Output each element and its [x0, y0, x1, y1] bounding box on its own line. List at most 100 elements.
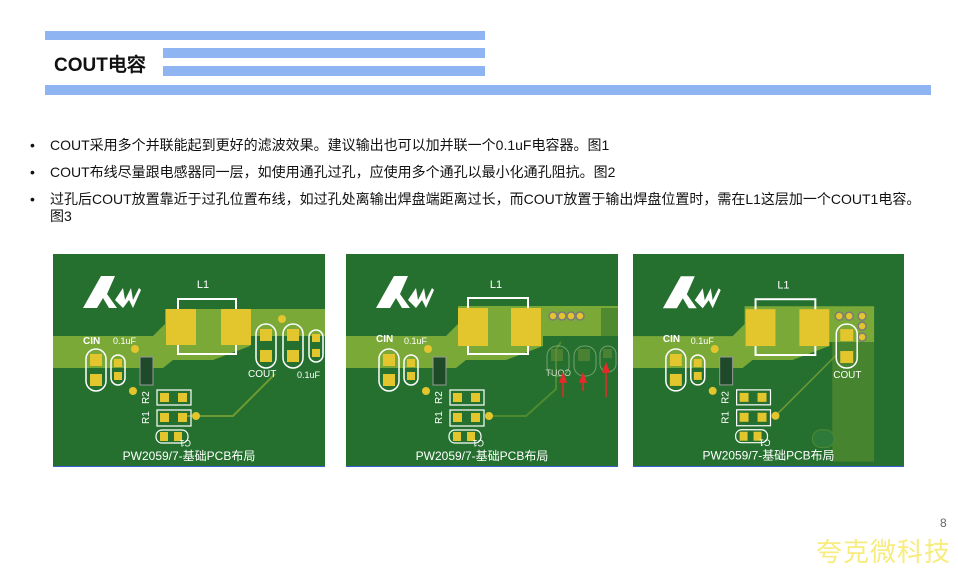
c1-capacitor [735, 429, 769, 444]
pad [160, 432, 168, 441]
pad [260, 329, 272, 341]
pad [739, 392, 749, 402]
pad [471, 393, 480, 402]
pad [178, 413, 187, 422]
r1-label: R1 [141, 411, 152, 424]
l1-pad [221, 309, 251, 345]
pad [407, 372, 415, 380]
cin-label: CIN [83, 336, 100, 347]
pad [287, 329, 299, 341]
bullet-text: COUT布线尽量跟电感器同一层，如使用通孔过孔，应使用多个通孔以最小化通孔阻抗。… [50, 164, 616, 180]
cin-label: CIN [663, 334, 680, 345]
pad [453, 432, 461, 441]
logo-icon [662, 276, 721, 309]
pad [840, 329, 854, 342]
r1-label: R1 [721, 411, 732, 424]
brand-watermark: 夸克微科技 [816, 537, 952, 567]
pad [467, 432, 475, 441]
figure-caption: PW2059/7-基础PCB布局 [416, 449, 549, 463]
header-decor-bar [45, 85, 931, 95]
bullet-marker: • [30, 191, 35, 207]
cout-small-capacitor [308, 329, 324, 363]
bullet-text: 过孔后COUT放置靠近于过孔位置布线，如过孔处离输出焊盘端距离过长，而COUT放… [50, 191, 921, 224]
cout-label: COUT [248, 369, 276, 380]
pad [114, 359, 122, 367]
pad [757, 412, 767, 422]
via-array [834, 311, 867, 342]
cin-cap-label: 0.1uF [691, 336, 714, 346]
cin-small-capacitor [110, 354, 126, 386]
cout-capacitor [255, 323, 277, 369]
ic-chip [432, 356, 447, 386]
bottom-layer-pad [811, 429, 835, 449]
pad [739, 412, 749, 422]
cin-label: CIN [376, 334, 393, 345]
pad [383, 354, 395, 366]
cin-small-capacitor [403, 354, 419, 386]
c1-label: C1 [179, 438, 191, 448]
ic-chip [719, 356, 734, 386]
bullet-list: •COUT采用多个并联能起到更好的滤波效果。建议输出也可以加并联一个0.1uF电… [30, 137, 930, 235]
header-decor-bar [45, 31, 485, 40]
via [710, 345, 719, 354]
red-arrow-icon [558, 361, 611, 397]
pad [174, 432, 182, 441]
l1-pad [166, 309, 196, 345]
pad [453, 413, 462, 422]
c1-label: C1 [759, 438, 770, 448]
logo-icon [376, 276, 434, 308]
pad [260, 350, 272, 362]
trace [486, 341, 562, 417]
pad [753, 431, 762, 441]
pad [840, 351, 854, 363]
pcb-layout-2: L1 CIN 0.1uF R2 R1 C1 COUT PW2059/7-基础PC… [346, 276, 618, 463]
l1-label: L1 [197, 279, 209, 291]
trace [183, 373, 276, 417]
cin-capacitor [378, 348, 400, 392]
via-array [548, 311, 585, 321]
pad [693, 371, 702, 380]
via [771, 411, 780, 420]
r2-label: R2 [721, 391, 732, 404]
bullet-marker: • [30, 164, 35, 180]
via [129, 387, 137, 395]
via [424, 345, 432, 353]
via [708, 386, 717, 395]
header-decor-bar [163, 66, 485, 76]
cin-capacitor [665, 348, 687, 392]
pcb-figure-2: L1 CIN 0.1uF R2 R1 C1 COUT PW2059/7-基础PC… [346, 254, 618, 467]
bullet-item: •COUT采用多个并联能起到更好的滤波效果。建议输出也可以加并联一个0.1uF电… [30, 137, 930, 154]
figure-caption: PW2059/7-基础PCB布局 [123, 449, 256, 463]
r2-resistor [156, 389, 192, 406]
ic-chip [139, 356, 154, 386]
bullet-item: • 过孔后COUT放置靠近于过孔位置布线，如过孔处离输出焊盘端距离过长，而COUT… [30, 191, 930, 225]
pad [669, 373, 682, 386]
page-number: 8 [940, 516, 947, 530]
r2-resistor [736, 389, 772, 406]
r2-label: R2 [434, 391, 445, 404]
pad [160, 393, 169, 402]
trace [774, 353, 838, 417]
l1-label: L1 [777, 279, 789, 291]
cout-capacitor [835, 323, 858, 369]
r1-label: R1 [434, 411, 445, 424]
via [131, 345, 139, 353]
pad [739, 431, 748, 441]
r2-label: R2 [141, 391, 152, 404]
l1-label: L1 [490, 279, 502, 291]
pad [407, 359, 415, 367]
figure-caption: PW2059/7-基础PCB布局 [702, 449, 834, 463]
pad [669, 354, 682, 366]
c1-capacitor [155, 429, 189, 444]
header-decor-bar [163, 48, 485, 58]
via [485, 412, 493, 420]
c1-capacitor [448, 429, 482, 444]
cin-small-capacitor [690, 354, 706, 386]
pad [90, 354, 102, 366]
pcb-figure-3: L1 CIN 0.1uF R2 R1 C1 COUT PW2059/7-基础PC… [633, 254, 904, 467]
bottom-layer-cout [546, 345, 617, 377]
c1-label: C1 [472, 438, 484, 448]
pad [693, 359, 702, 367]
cin-cap-label: 0.1uF [113, 336, 137, 346]
pad [471, 413, 480, 422]
